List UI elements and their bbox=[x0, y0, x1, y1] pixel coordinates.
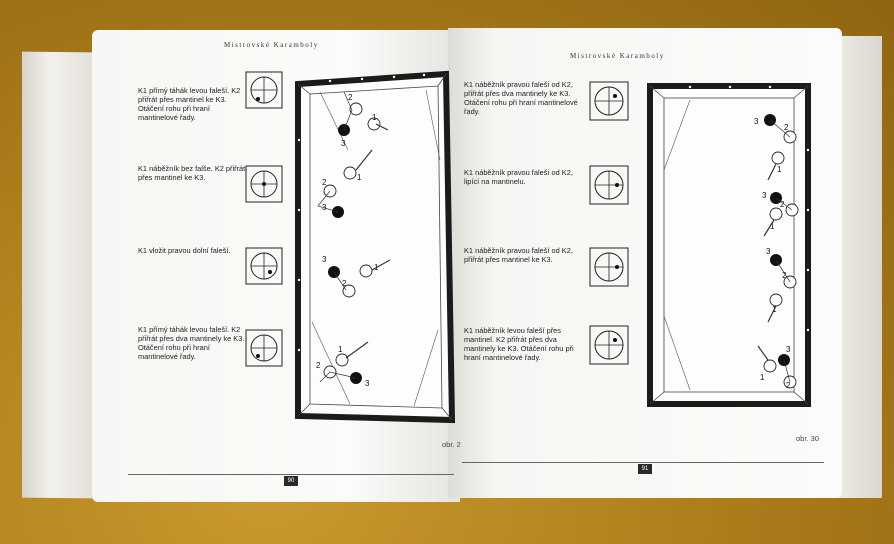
svg-text:1: 1 bbox=[338, 345, 343, 354]
svg-text:2: 2 bbox=[784, 123, 789, 132]
svg-text:3: 3 bbox=[762, 191, 767, 200]
right-page-number: 91 bbox=[638, 464, 652, 474]
right-item-3-text: K1 náběžník pravou faleší od K2, přiřrát… bbox=[464, 246, 573, 264]
svg-text:1: 1 bbox=[357, 173, 362, 182]
left-item-1-text: K1 přímý táhák levou faleší. K2 přiřrát … bbox=[138, 86, 241, 122]
figure-label-right: obr. 30 bbox=[796, 434, 819, 443]
svg-text:2: 2 bbox=[780, 200, 785, 209]
svg-text:2: 2 bbox=[348, 93, 353, 102]
right-item-1-text: K1 náběžník pravou faleší od K2, přiřrát… bbox=[464, 80, 578, 116]
left-footer-rule bbox=[128, 474, 454, 475]
running-head-left: Mistrovské Karamboly bbox=[224, 41, 319, 49]
left-cue-indicator-2 bbox=[245, 165, 283, 203]
left-table-balls: 2 1 3 1 2 3 1 3 2 1 2 3 bbox=[316, 93, 381, 388]
left-page-number: 90 bbox=[284, 476, 298, 486]
left-item-2-text: K1 náběžník bez falše. K2 přiřrát přes m… bbox=[138, 164, 246, 182]
left-billiard-table bbox=[295, 70, 456, 424]
svg-text:3: 3 bbox=[754, 117, 759, 126]
svg-text:3: 3 bbox=[766, 247, 771, 256]
figure-label-left: obr. 2 bbox=[442, 440, 461, 449]
left-cue-indicator-1 bbox=[245, 71, 283, 109]
svg-text:3: 3 bbox=[341, 139, 346, 148]
svg-text:1: 1 bbox=[760, 373, 765, 382]
right-item-2-text: K1 náběžník pravou faleší od K2, lipící … bbox=[464, 168, 573, 186]
right-cue-indicator-1 bbox=[589, 81, 629, 121]
right-cue-indicator-3 bbox=[589, 247, 629, 287]
svg-text:2: 2 bbox=[786, 381, 791, 390]
right-page-stack bbox=[836, 36, 882, 498]
left-cue-indicator-4 bbox=[245, 329, 283, 367]
left-cue-indicator-3 bbox=[245, 247, 283, 285]
left-item-4-text: K1 přímý táhák levou faleší. K2 přiřrát … bbox=[138, 325, 245, 361]
left-table-shot-lines bbox=[317, 91, 391, 383]
svg-text:2: 2 bbox=[316, 361, 321, 370]
svg-text:1: 1 bbox=[777, 165, 782, 174]
right-item-4-text: K1 náběžník levou faleší přes mantinel. … bbox=[464, 326, 574, 362]
svg-text:2: 2 bbox=[782, 271, 787, 280]
svg-text:1: 1 bbox=[770, 222, 775, 231]
right-cue-indicator-2 bbox=[589, 165, 629, 205]
left-item-3-text: K1 vložit pravou dolní faleší. bbox=[138, 246, 231, 255]
svg-text:3: 3 bbox=[365, 379, 370, 388]
running-head-right: Mistrovské Karamboly bbox=[570, 52, 665, 60]
svg-text:2: 2 bbox=[342, 279, 347, 288]
svg-text:3: 3 bbox=[322, 203, 327, 212]
svg-text:2: 2 bbox=[322, 178, 327, 187]
right-billiard-table bbox=[647, 83, 811, 407]
right-footer-rule bbox=[462, 462, 824, 463]
svg-text:3: 3 bbox=[786, 345, 791, 354]
svg-text:3: 3 bbox=[322, 255, 327, 264]
right-cue-indicator-4 bbox=[589, 325, 629, 365]
svg-text:1: 1 bbox=[372, 113, 377, 122]
right-table-shot-lines bbox=[757, 119, 793, 383]
